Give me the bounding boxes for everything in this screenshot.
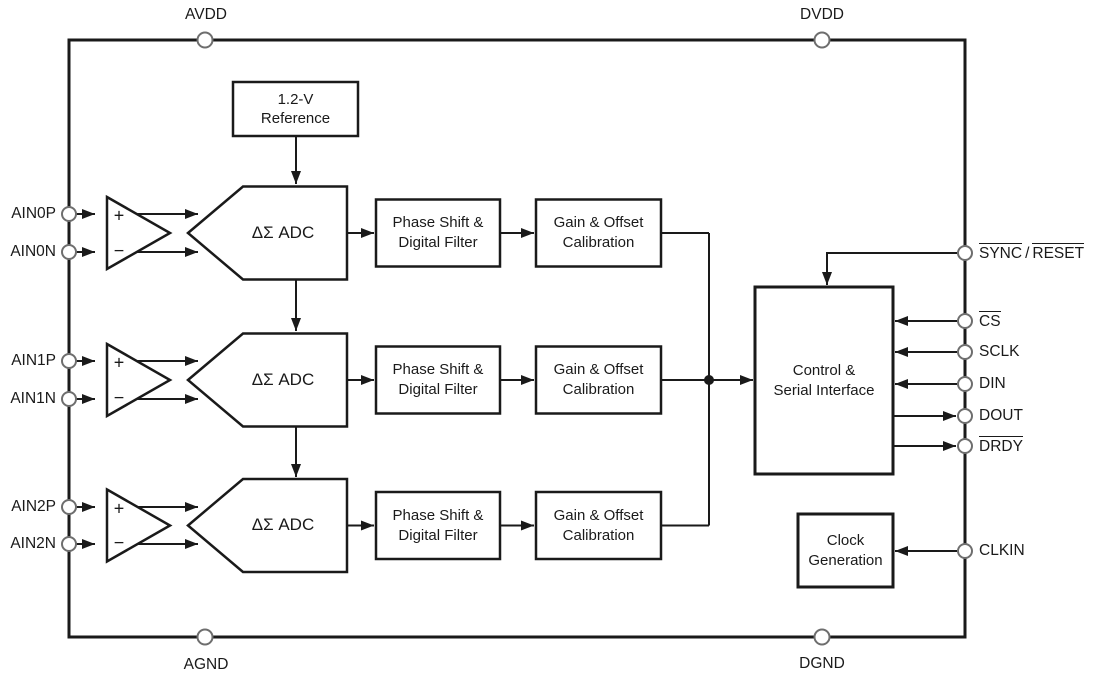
cal-line1: Gain & Offset	[553, 507, 644, 525]
sclk-terminal	[957, 344, 973, 360]
pin-label-avdd: AVDD	[185, 6, 227, 23]
calibration-box	[534, 490, 663, 561]
pin-label-din: DIN	[979, 375, 1006, 392]
clock-line1: Clock	[826, 532, 865, 550]
filter-block-label: Phase Shift & Digital Filter	[376, 492, 500, 559]
pin-label-dout: DOUT	[979, 407, 1023, 424]
filter-box	[374, 490, 502, 561]
channel-2-artwork	[76, 477, 709, 574]
calibration-block-label: Gain & Offset Calibration	[536, 346, 661, 413]
pin-label-ain1p: AIN1P	[11, 352, 56, 369]
filter-block-label: Phase Shift & Digital Filter	[376, 346, 500, 413]
calibration-block-label: Gain & Offset Calibration	[536, 492, 661, 559]
slash-separator: /	[1025, 245, 1030, 262]
pin-terminals	[61, 31, 973, 646]
chip-outline	[67, 38, 967, 639]
pin-label-ain1n: AIN1N	[10, 390, 56, 407]
wire-sync-reset	[822, 252, 957, 285]
clock-block-label: Clock Generation	[798, 514, 893, 587]
filter-line2: Digital Filter	[398, 526, 478, 544]
ain1n-terminal	[61, 391, 77, 407]
cal-line2: Calibration	[562, 526, 635, 544]
sync-reset-terminal	[957, 245, 973, 261]
sync-label: SYNC	[979, 243, 1023, 262]
pin-label-sclk: SCLK	[979, 343, 1020, 360]
pin-label-drdy: DRDY	[979, 436, 1023, 456]
dgnd-terminal	[813, 628, 831, 646]
channel-1-artwork	[76, 332, 753, 428]
dout-terminal	[957, 408, 973, 424]
filter-block-label: Phase Shift & Digital Filter	[376, 199, 500, 266]
reset-label: RESET	[1032, 243, 1085, 262]
filter-line1: Phase Shift &	[392, 214, 484, 232]
ain0n-terminal	[61, 244, 77, 260]
filter-line2: Digital Filter	[398, 380, 478, 398]
clkin-terminal	[957, 543, 973, 559]
channel-0-artwork	[76, 185, 709, 281]
reference-line1: 1.2-V	[277, 90, 314, 108]
filter-line1: Phase Shift &	[392, 507, 484, 525]
pin-label-cs: CS	[979, 311, 1001, 331]
ain2n-terminal	[61, 536, 77, 552]
junction-dot	[704, 375, 714, 385]
ain0p-terminal	[61, 206, 77, 222]
amp-plus-sign: +	[113, 352, 125, 373]
control-network	[753, 252, 957, 476]
reference-block-label: 1.2-V Reference	[233, 82, 358, 136]
cs-label: CS	[979, 311, 1001, 330]
din-terminal	[957, 376, 973, 392]
reference-line2: Reference	[260, 110, 331, 127]
amp-minus-sign: −	[113, 240, 125, 261]
ain2p-terminal	[61, 499, 77, 515]
calibration-box	[534, 198, 663, 268]
adc-block-label: ΔΣ ADC	[251, 515, 315, 534]
pin-label-dgnd: DGND	[799, 655, 845, 672]
pin-label-ain2n: AIN2N	[10, 535, 56, 552]
adc-block-label: ΔΣ ADC	[251, 223, 315, 242]
control-line1: Control &	[792, 362, 856, 380]
data-bus-collector	[704, 233, 714, 526]
amp-plus-sign: +	[113, 205, 125, 226]
amp-minus-sign: −	[113, 387, 125, 408]
pin-label-agnd: AGND	[183, 656, 229, 673]
amp-minus-sign: −	[113, 532, 125, 553]
pin-label-clkin: CLKIN	[979, 542, 1025, 559]
ain1p-terminal	[61, 353, 77, 369]
avdd-terminal	[196, 31, 214, 49]
amp-plus-sign: +	[113, 498, 125, 519]
cal-line2: Calibration	[562, 380, 635, 398]
drdy-terminal	[957, 438, 973, 454]
control-line2: Serial Interface	[773, 381, 875, 399]
reference-network	[231, 80, 360, 477]
cal-line1: Gain & Offset	[553, 214, 644, 232]
clock-box	[796, 512, 895, 589]
cs-terminal	[957, 313, 973, 329]
clock-line2: Generation	[808, 551, 883, 569]
dvdd-terminal	[813, 31, 831, 49]
clock-network	[796, 512, 957, 589]
drdy-label: DRDY	[979, 436, 1023, 455]
filter-line2: Digital Filter	[398, 233, 478, 251]
pin-label-ain0n: AIN0N	[10, 243, 56, 260]
calibration-block-label: Gain & Offset Calibration	[536, 199, 661, 266]
pin-label-ain2p: AIN2P	[11, 498, 56, 515]
pin-label-ain0p: AIN0P	[11, 205, 56, 222]
filter-line1: Phase Shift &	[392, 361, 484, 379]
agnd-terminal	[196, 628, 214, 646]
pin-label-dvdd: DVDD	[800, 6, 844, 23]
cal-line2: Calibration	[562, 233, 635, 251]
adc-block-label: ΔΣ ADC	[251, 370, 315, 389]
control-block-label: Control & Serial Interface	[755, 287, 893, 474]
pin-label-sync-reset: SYNC/RESET	[979, 243, 1085, 263]
control-box	[753, 285, 895, 476]
cal-line1: Gain & Offset	[553, 361, 644, 379]
